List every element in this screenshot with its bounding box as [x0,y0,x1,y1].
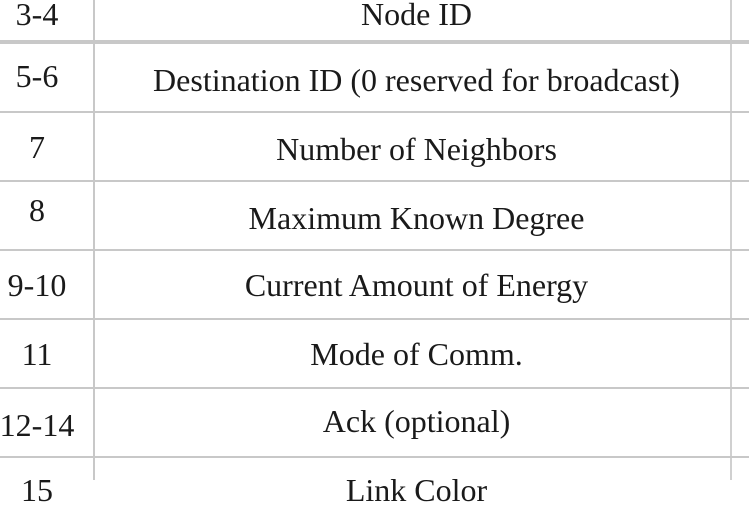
field-name-cell: Ack (optional) [322,403,511,439]
byte-range-cell: 3-4 [15,0,59,32]
field-name-cell: Mode of Comm. [310,336,523,372]
column-divider [93,0,95,480]
table-row: 3-4 Node ID [0,0,749,44]
byte-range-cell: 7 [29,129,45,165]
table-row: 8 Maximum Known Degree [0,182,749,251]
byte-range-cell: 11 [21,336,53,372]
field-name-cell: Destination ID (0 reserved for broadcast… [153,62,680,98]
byte-range-cell: 9-10 [7,267,67,303]
table-row: 15 Link Color [0,458,749,525]
right-border [730,0,732,480]
byte-range-cell: 8 [29,192,45,228]
field-name-cell: Node ID [360,0,473,32]
table-row: 12-14 Ack (optional) [0,389,749,458]
field-name-cell: Maximum Known Degree [248,200,585,236]
field-name-cell: Link Color [345,472,488,508]
byte-range-cell: 5-6 [15,58,59,94]
byte-range-cell: 12-14 [0,407,75,443]
table-row: 11 Mode of Comm. [0,320,749,389]
byte-range-cell: 15 [21,472,53,508]
field-name-cell: Current Amount of Energy [244,267,589,303]
table-row: 7 Number of Neighbors [0,113,749,182]
table-row: 9-10 Current Amount of Energy [0,251,749,320]
field-name-cell: Number of Neighbors [276,131,557,167]
table-row: 5-6 Destination ID (0 reserved for broad… [0,44,749,113]
